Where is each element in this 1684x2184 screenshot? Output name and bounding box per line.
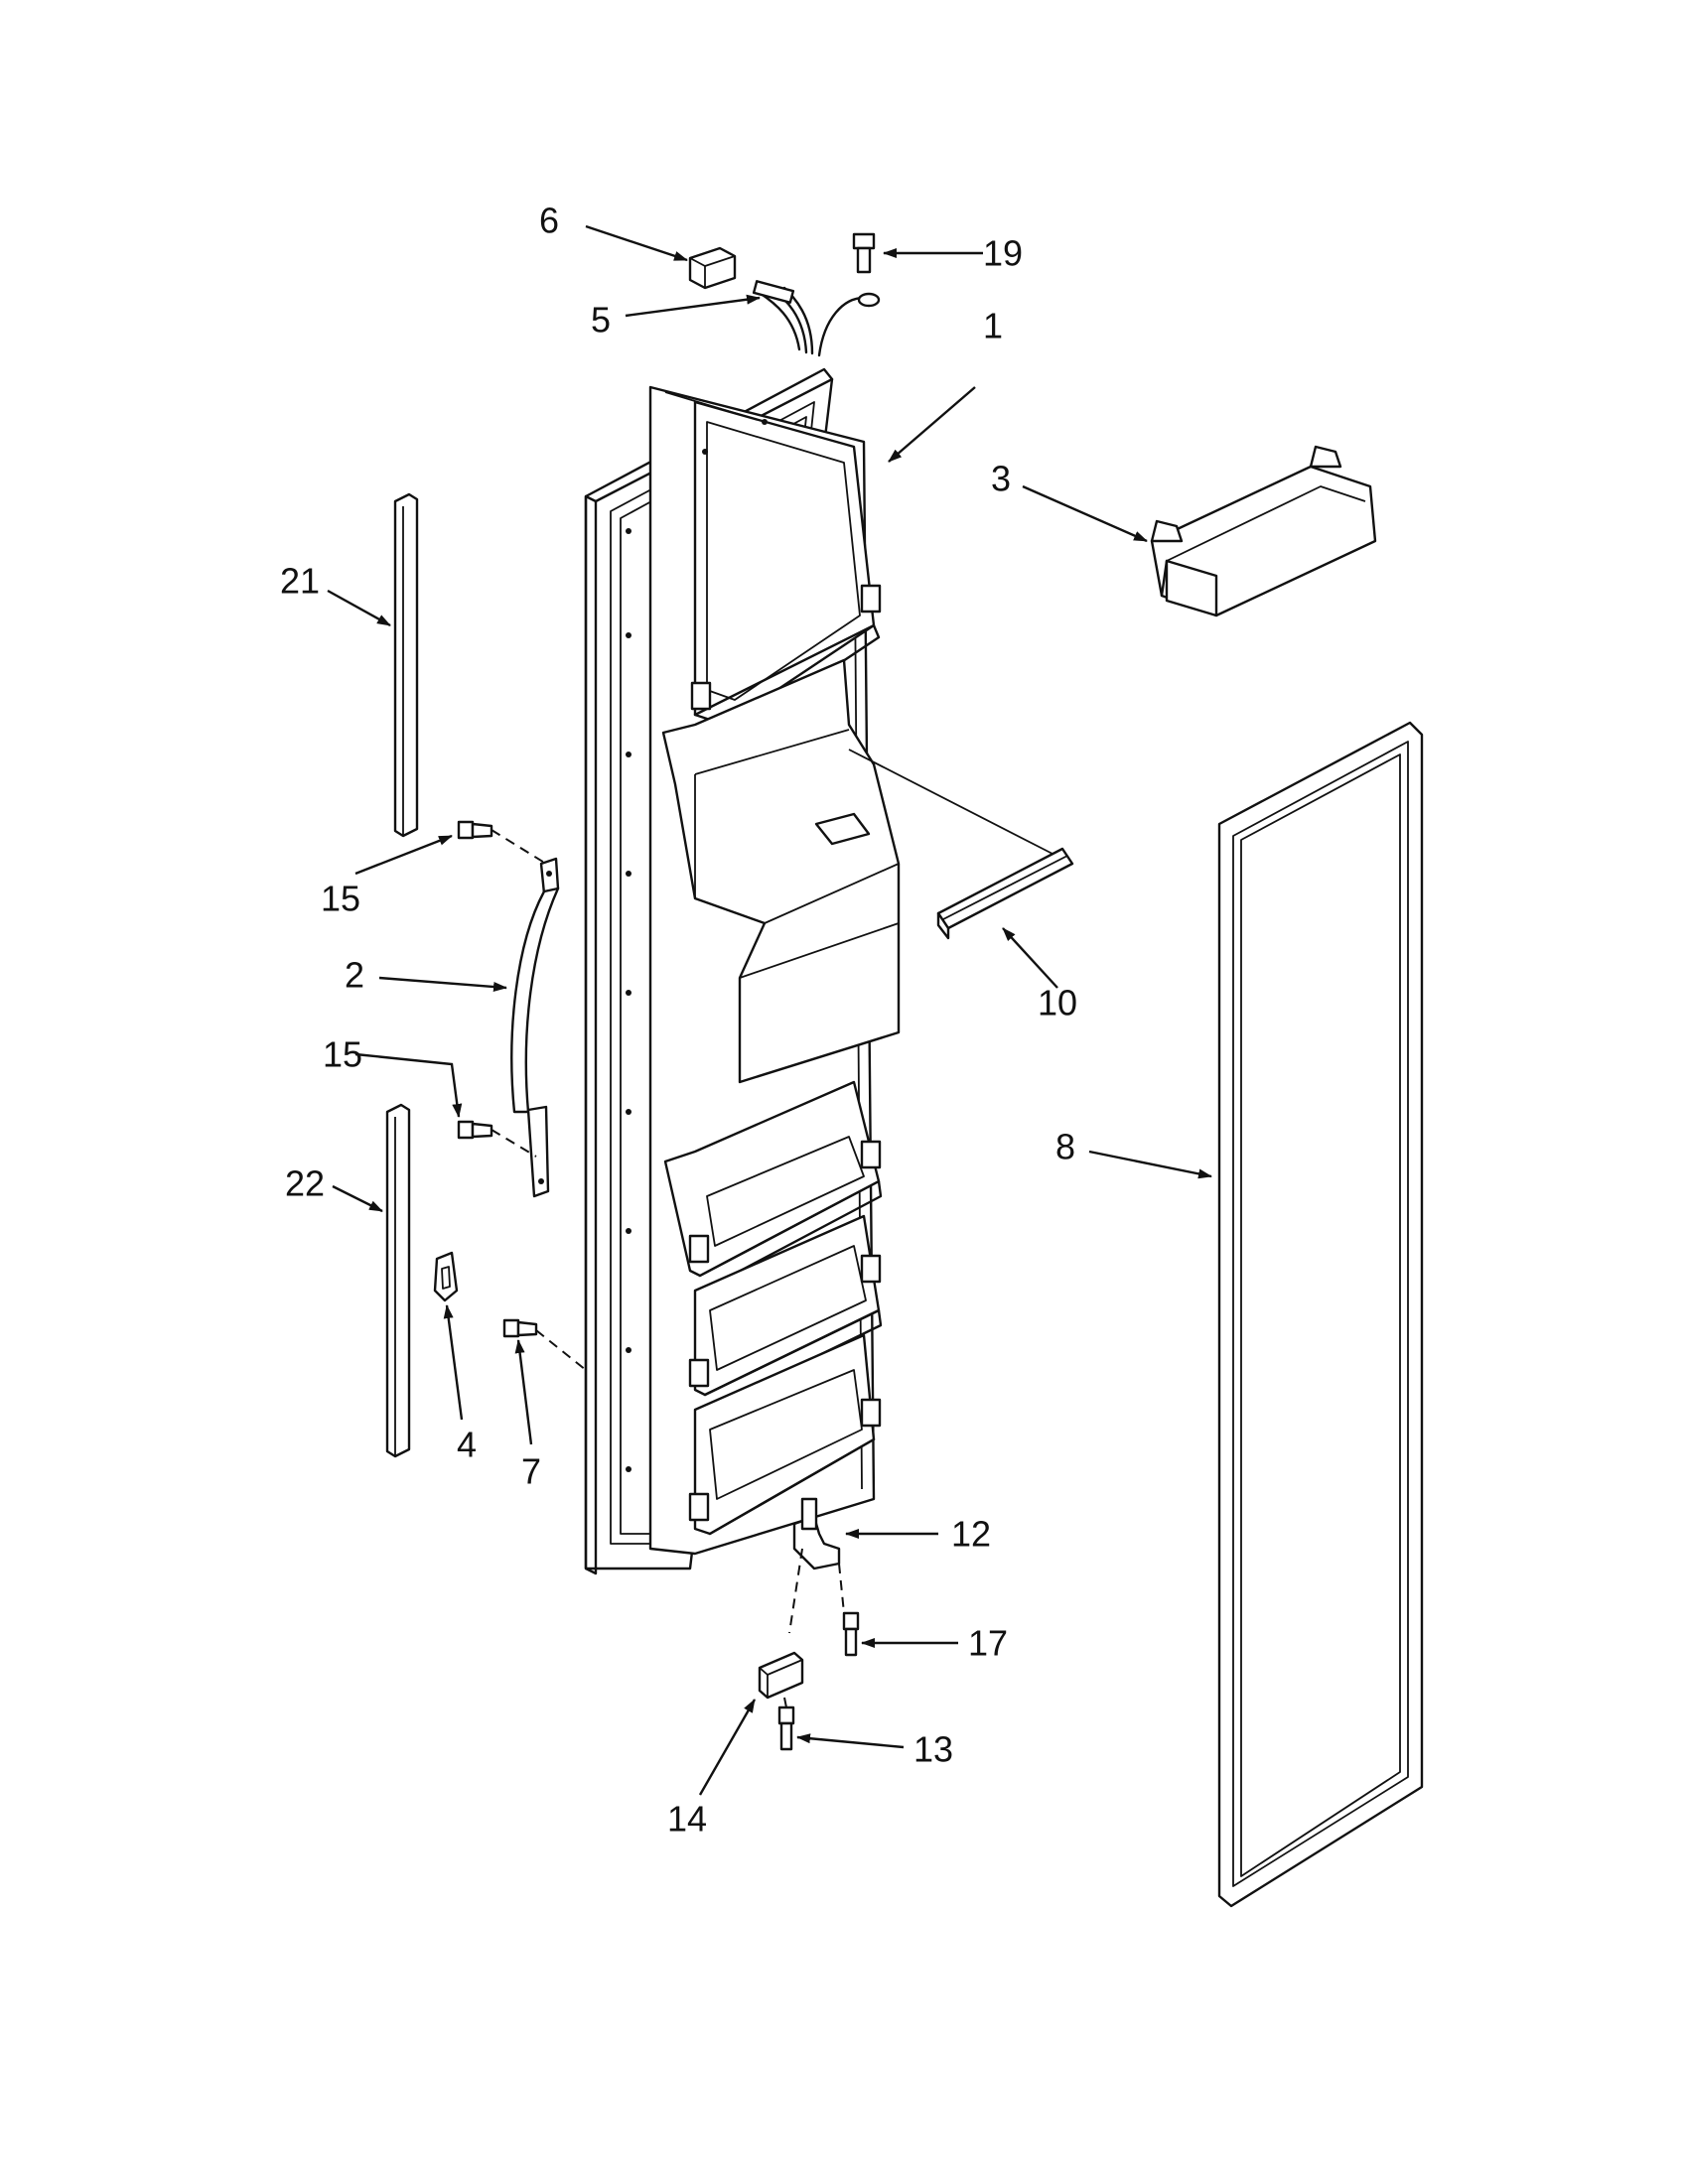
- screw-15-top-part: [457, 820, 493, 840]
- callout-8: 8: [1055, 1127, 1075, 1167]
- leader-5: [625, 294, 761, 318]
- callout-15-top: 15: [321, 879, 360, 919]
- callout-14: 14: [667, 1799, 707, 1840]
- leader-8: [1088, 1150, 1212, 1179]
- clip-part: [433, 1251, 459, 1302]
- leader-4: [443, 1304, 464, 1421]
- wire-harness-part: [752, 280, 881, 357]
- leader-14: [698, 1699, 757, 1796]
- door-gasket-part: [1217, 721, 1424, 1908]
- leader-6: [585, 224, 688, 262]
- leader-21: [327, 589, 391, 627]
- connector-part: [688, 246, 737, 290]
- leader-2: [378, 976, 507, 992]
- leader-15-top: [354, 834, 453, 876]
- callout-21: 21: [280, 561, 320, 602]
- leader-13: [796, 1733, 905, 1749]
- leader-arrows: [327, 224, 1212, 1796]
- callout-19: 19: [983, 233, 1023, 274]
- hinge-part: [792, 1497, 841, 1570]
- callout-labels: 6 19 5 1 3 21 15 2 15 22 4 7 10 8 12 17 …: [280, 201, 1077, 1840]
- leader-22: [332, 1184, 383, 1213]
- leader-10: [1002, 927, 1058, 989]
- screw-15-bottom-part: [457, 1120, 493, 1140]
- leader-7: [514, 1339, 533, 1445]
- trim-21-part: [393, 492, 419, 838]
- screw-17-part: [842, 1611, 860, 1657]
- callout-17: 17: [968, 1623, 1008, 1664]
- callout-1: 1: [983, 306, 1003, 346]
- screw-7-part: [502, 1318, 538, 1338]
- leader-1: [888, 386, 976, 463]
- bracket-part: [758, 1651, 804, 1700]
- screw-19-part: [852, 232, 876, 274]
- trim-22-part: [385, 1103, 411, 1458]
- screw-13-part: [777, 1706, 795, 1751]
- handle-part: [510, 857, 560, 1198]
- leader-15-bottom: [354, 1052, 463, 1118]
- leader-3: [1022, 484, 1148, 543]
- callout-7: 7: [521, 1451, 541, 1492]
- callout-6: 6: [539, 201, 559, 241]
- trim-strip-part: [848, 749, 1074, 940]
- callout-3: 3: [991, 459, 1011, 499]
- callout-5: 5: [591, 300, 611, 341]
- callout-13: 13: [913, 1729, 953, 1770]
- callout-10: 10: [1038, 983, 1077, 1024]
- door-bin-part: [1150, 445, 1377, 617]
- callout-2: 2: [345, 955, 364, 996]
- callout-12: 12: [951, 1514, 991, 1555]
- callout-4: 4: [457, 1425, 477, 1465]
- callout-15-bottom: 15: [323, 1034, 362, 1075]
- door-panel-part: [584, 367, 901, 1575]
- callout-22: 22: [285, 1163, 325, 1204]
